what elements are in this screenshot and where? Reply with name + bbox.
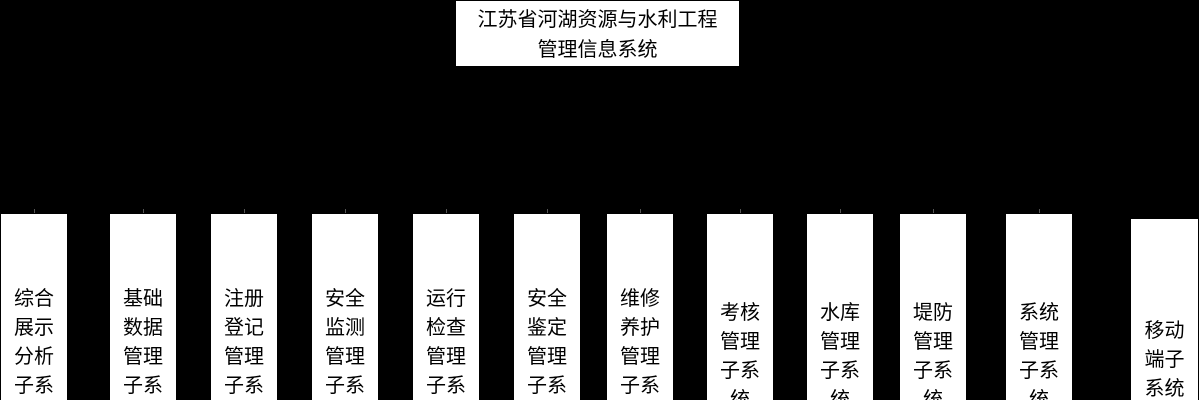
subsystem-box-comprehensive-display: 综合 展示 分析 子系 — [0, 213, 68, 400]
connector-line — [34, 209, 35, 213]
subsystem-label-operation-inspection: 运行 检查 管理 子系 — [426, 286, 466, 397]
subsystem-box-safety-appraisal: 安全 鉴定 管理 子系 — [513, 213, 581, 400]
connector-line — [547, 209, 548, 213]
subsystem-box-assessment: 考核 管理 子系 统 — [706, 213, 774, 400]
subsystem-box-embankment: 堤防 管理 子系 统 — [899, 213, 967, 400]
subsystem-label-embankment: 堤防 管理 子系 统 — [913, 300, 953, 400]
subsystem-box-registration: 注册 登记 管理 子系 — [210, 213, 278, 400]
subsystem-label-comprehensive-display: 综合 展示 分析 子系 — [14, 286, 54, 397]
connector-line — [446, 209, 447, 213]
root-system-label: 江苏省河湖资源与水利工程 管理信息系统 — [477, 6, 718, 61]
connector-line — [345, 209, 346, 213]
subsystem-label-system-management: 系统 管理 子系 统 — [1019, 300, 1059, 400]
root-system-box: 江苏省河湖资源与水利工程 管理信息系统 — [455, 0, 740, 67]
subsystem-box-system-management: 系统 管理 子系 统 — [1005, 213, 1073, 400]
subsystem-label-basic-data: 基础 数据 管理 子系 — [123, 286, 163, 397]
connector-line — [640, 209, 641, 213]
subsystem-box-maintenance: 维修 养护 管理 子系 — [606, 213, 674, 400]
subsystem-label-mobile: 移动 端子 系统 — [1144, 318, 1185, 400]
subsystem-box-mobile: 移动 端子 系统 — [1130, 218, 1199, 400]
subsystem-label-safety-appraisal: 安全 鉴定 管理 子系 — [527, 286, 567, 397]
connector-line — [933, 209, 934, 213]
connector-line — [143, 209, 144, 213]
subsystem-label-assessment: 考核 管理 子系 统 — [720, 300, 760, 400]
connector-line — [1039, 209, 1040, 213]
connector-line — [740, 209, 741, 213]
subsystem-box-safety-monitoring: 安全 监测 管理 子系 — [311, 213, 379, 400]
subsystem-box-operation-inspection: 运行 检查 管理 子系 — [412, 213, 480, 400]
subsystem-label-safety-monitoring: 安全 监测 管理 子系 — [325, 286, 365, 397]
connector-line — [244, 209, 245, 213]
connector-line — [840, 209, 841, 213]
subsystem-box-basic-data: 基础 数据 管理 子系 — [109, 213, 177, 400]
subsystem-label-reservoir: 水库 管理 子系 统 — [820, 300, 860, 400]
subsystem-box-reservoir: 水库 管理 子系 统 — [806, 213, 874, 400]
subsystem-label-registration: 注册 登记 管理 子系 — [224, 286, 264, 397]
subsystem-label-maintenance: 维修 养护 管理 子系 — [620, 286, 660, 397]
